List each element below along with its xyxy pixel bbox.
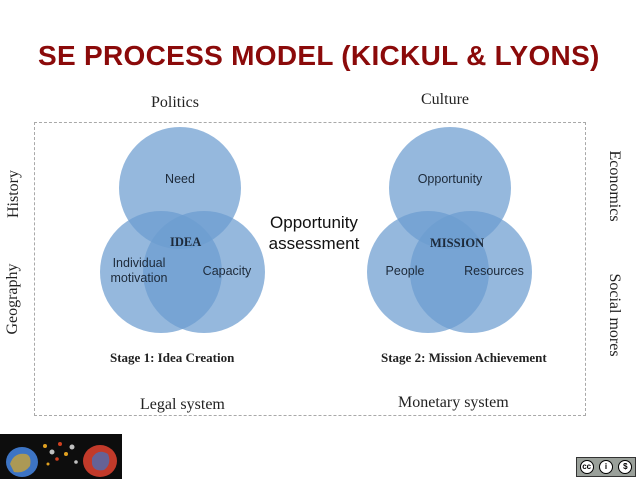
- venn-center-mission: MISSION: [430, 236, 484, 251]
- context-geography: Geography: [4, 257, 22, 341]
- stage1-label: Stage 1: Idea Creation: [110, 350, 234, 366]
- venn-label-people: People: [381, 264, 429, 279]
- brain-logo-icon: [0, 434, 122, 479]
- venn-label-individual-motivation: Individual motivation: [102, 256, 176, 286]
- venn-label-resources: Resources: [462, 264, 526, 279]
- venn-label-opportunity: Opportunity: [410, 172, 490, 187]
- nc-icon: $: [618, 460, 632, 474]
- venn-center-idea: IDEA: [170, 235, 201, 250]
- by-icon: i: [599, 460, 613, 474]
- context-history: History: [5, 164, 23, 224]
- context-politics: Politics: [151, 94, 199, 112]
- context-social-mores: Social mores: [605, 270, 623, 360]
- page-title: SE PROCESS MODEL (KICKUL & LYONS): [38, 40, 600, 72]
- venn-label-capacity: Capacity: [198, 264, 256, 279]
- cc-icon: cc: [580, 460, 594, 474]
- context-economics: Economics: [605, 146, 623, 226]
- venn-label-need: Need: [160, 172, 200, 187]
- stage2-label: Stage 2: Mission Achievement: [381, 350, 547, 366]
- opportunity-assessment-label: Opportunity assessment: [266, 212, 362, 254]
- context-culture: Culture: [421, 91, 469, 109]
- cc-license-badge: cc i $: [576, 457, 636, 477]
